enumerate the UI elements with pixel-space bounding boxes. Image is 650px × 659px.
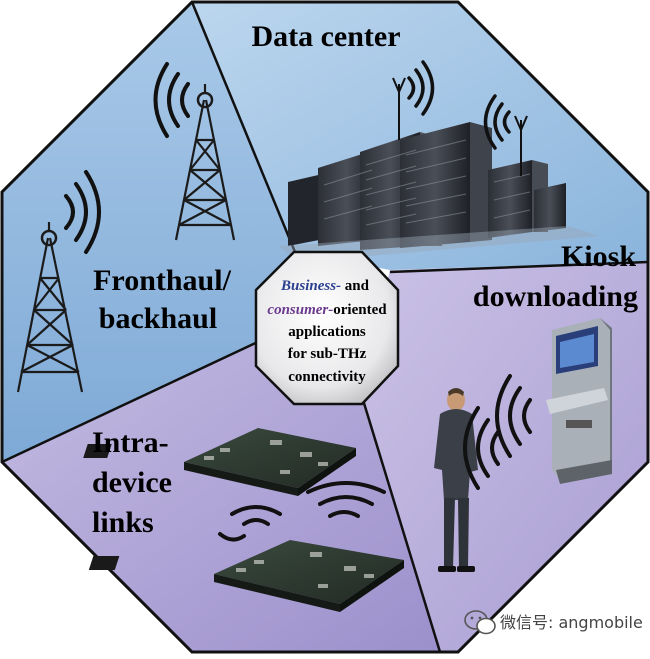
wechat-icon xyxy=(464,610,496,635)
watermark-text: 微信号: angmobile xyxy=(500,613,643,632)
label-intra-device-line1: Intra- xyxy=(92,426,169,459)
board-signal-waves-icon xyxy=(218,481,386,542)
center-text-line4: for sub-THz xyxy=(288,346,367,362)
center-text-line1: Business- and xyxy=(280,278,370,294)
server-racks-illustration xyxy=(278,122,600,262)
center-text-line3: applications xyxy=(288,324,366,340)
label-fronthaul-line2: backhaul xyxy=(99,302,217,335)
signal-waves-icon xyxy=(407,60,511,150)
sector-fronthaul xyxy=(2,2,295,462)
center-octagon xyxy=(254,250,400,406)
tower-signal-waves-icon xyxy=(153,62,190,138)
watermark: 微信号: angmobile xyxy=(464,610,643,635)
kiosk-signal-waves-icon xyxy=(463,374,532,490)
label-intra-device-line3: links xyxy=(92,506,154,539)
center-text-line5: connectivity xyxy=(288,369,366,385)
circuit-board-illustration xyxy=(88,540,404,612)
circuit-board-illustration xyxy=(83,428,356,496)
kiosk-machine-illustration xyxy=(546,318,612,484)
antenna-icon xyxy=(392,77,528,176)
label-intra-device-line2: device xyxy=(92,466,172,499)
tower-signal-waves-icon xyxy=(64,170,101,254)
cell-tower-icon xyxy=(174,84,236,241)
label-data-center: Data center xyxy=(251,20,400,53)
label-fronthaul-line1: Fronthaul/ xyxy=(93,264,231,297)
label-kiosk-line2: downloading xyxy=(473,280,638,313)
center-text-line2: consumer-oriented xyxy=(267,302,387,318)
label-kiosk-line1: Kiosk xyxy=(561,240,636,273)
cell-tower-icon xyxy=(16,222,84,393)
